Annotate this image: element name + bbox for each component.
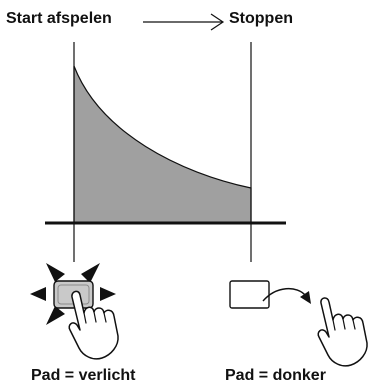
curved-arrow-icon bbox=[262, 288, 311, 304]
pad-lit-icon bbox=[30, 263, 116, 325]
decay-envelope bbox=[73, 65, 252, 224]
arrow-right-icon bbox=[143, 13, 225, 31]
pressing-hand-icon bbox=[68, 290, 119, 360]
pad-dark-label: Pad = donker bbox=[225, 367, 326, 384]
stop-label: Stoppen bbox=[229, 10, 293, 27]
start-label: Start afspelen bbox=[6, 10, 112, 27]
pad-lit-label: Pad = verlicht bbox=[31, 367, 136, 384]
releasing-hand-icon bbox=[317, 297, 368, 367]
pad-dark-icon bbox=[229, 280, 270, 309]
